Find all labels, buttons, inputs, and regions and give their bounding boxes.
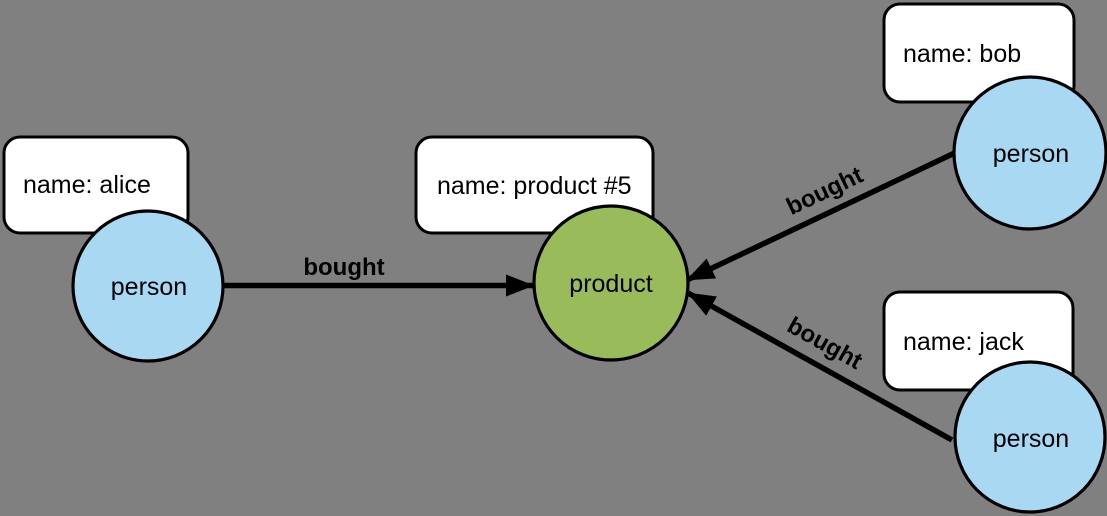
product-node-label: product: [569, 270, 652, 298]
person-node-jack-label: person: [993, 425, 1069, 453]
edge-alice-bought-product: bought: [222, 254, 534, 297]
person-node-alice-circle: [71, 209, 225, 363]
person-node-bob-label: person: [993, 140, 1069, 168]
person-node-alice: person: [71, 209, 225, 363]
property-label-jack: name: jack: [903, 328, 1024, 356]
product-node-circle: [532, 204, 690, 362]
property-box-product: name: product #5: [414, 135, 655, 235]
product-node: product: [532, 204, 690, 362]
edge-label-alice-bought: bought: [303, 254, 384, 281]
person-node-bob: person: [952, 75, 1107, 231]
edge-jack-bought-product-line: [686, 290, 954, 443]
property-label-bob: name: bob: [903, 40, 1021, 68]
property-label-alice: name: alice: [23, 171, 151, 199]
property-label-product: name: product #5: [437, 172, 632, 200]
edge-bob-bought-product-line: [685, 146, 965, 283]
person-node-jack-circle: [953, 360, 1107, 514]
property-box-alice: name: alice: [2, 135, 190, 235]
person-node-bob-circle: [952, 75, 1107, 231]
person-node-alice-label: person: [111, 273, 187, 301]
person-node-jack: person: [953, 360, 1107, 514]
